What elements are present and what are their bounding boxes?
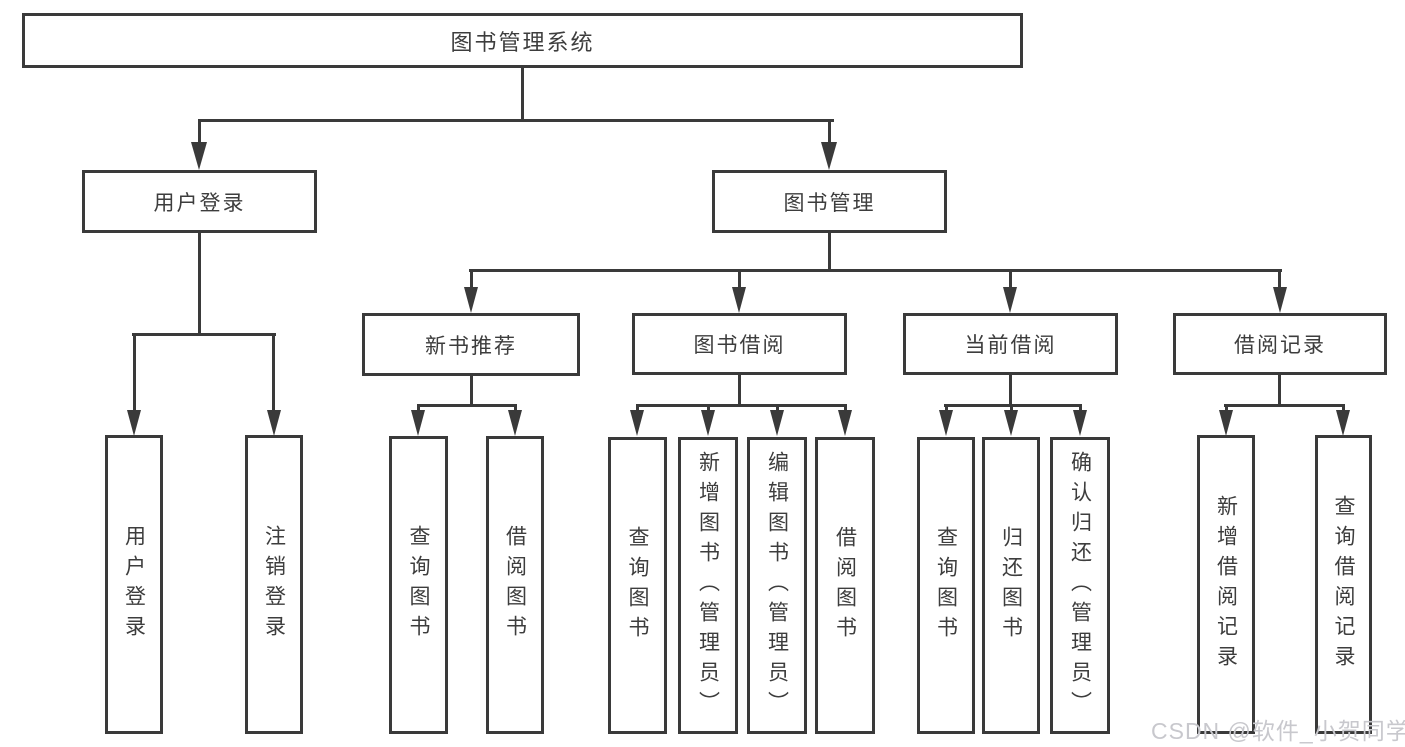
node-book-management: 图书管理 [712, 170, 947, 233]
connector-to-current-borrow [1009, 269, 1012, 290]
leaf-confirm-return-admin: 确认归还（管理员） [1050, 437, 1110, 734]
leaf-logout: 注销登录 [245, 435, 303, 734]
arrowhead-current-borrow-icon [1003, 287, 1017, 313]
connector-to-book-management [828, 119, 831, 147]
node-book-borrow: 图书借阅 [632, 313, 847, 375]
arrowhead-icon [1073, 410, 1087, 436]
connector-to-leaf-user-login [133, 333, 136, 413]
connector-user-login-bar [132, 333, 276, 336]
leaf-return-book: 归还图书 [982, 437, 1040, 734]
arrowhead-new-book-icon [464, 287, 478, 313]
connector-book-management-stem [828, 232, 831, 271]
connector-borrow-records-bar [1224, 404, 1345, 407]
watermark: CSDN @软件_小贺同学 [1151, 718, 1405, 744]
arrowhead-icon [838, 410, 852, 436]
node-borrow-records: 借阅记录 [1173, 313, 1387, 375]
leaf-query-books-2: 查询图书 [608, 437, 667, 734]
connector-leaf [945, 404, 948, 414]
leaf-edit-book-admin: 编辑图书（管理员） [747, 437, 807, 734]
node-new-book-recommend: 新书推荐 [362, 313, 580, 376]
connector-new-book-stem [470, 374, 473, 406]
node-current-borrow: 当前借阅 [903, 313, 1118, 375]
connector-root-stem [521, 67, 524, 121]
connector-leaf [1342, 404, 1345, 414]
connector-to-borrow-records [1278, 269, 1281, 290]
arrowhead-icon [939, 410, 953, 436]
arrowhead-icon [411, 410, 425, 436]
arrowhead-borrow-records-icon [1273, 287, 1287, 313]
connector-leaf [776, 404, 779, 414]
arrowhead-leaf-user-login-icon [127, 410, 141, 436]
leaf-user-login: 用户登录 [105, 435, 163, 734]
arrowhead-leaf-logout-icon [267, 410, 281, 436]
connector-to-leaf-logout [272, 333, 275, 413]
node-user-login: 用户登录 [82, 170, 317, 233]
leaf-query-books-3: 查询图书 [917, 437, 975, 734]
connector-book-borrow-bar [636, 404, 847, 407]
connector-to-new-book [470, 269, 473, 290]
connector-current-borrow-stem [1009, 373, 1012, 406]
leaf-add-borrow-record: 新增借阅记录 [1197, 435, 1255, 734]
arrowhead-icon [630, 410, 644, 436]
arrowhead-book-borrow-icon [732, 287, 746, 313]
leaf-query-books-1: 查询图书 [389, 436, 448, 734]
node-root: 图书管理系统 [22, 13, 1023, 68]
connector-leaf [1225, 404, 1228, 414]
connector-borrow-records-stem [1278, 373, 1281, 406]
connector-leaf [844, 404, 847, 414]
arrowhead-icon [508, 410, 522, 436]
arrowhead-to-user-login-icon [191, 142, 207, 170]
connector-leaf [1010, 404, 1013, 414]
connector-leaf [636, 404, 639, 414]
connector-leaf [514, 404, 517, 414]
leaf-query-borrow-record: 查询借阅记录 [1315, 435, 1372, 734]
connector-book-borrow-stem [738, 373, 741, 406]
connector-leaf [707, 404, 710, 414]
connector-book-management-bar [469, 269, 1282, 272]
connector-to-user-login [198, 119, 201, 147]
connector-leaf [417, 404, 420, 414]
arrowhead-icon [701, 410, 715, 436]
arrowhead-icon [1004, 410, 1018, 436]
leaf-borrow-books-1: 借阅图书 [486, 436, 544, 734]
leaf-add-book-admin: 新增图书（管理员） [678, 437, 738, 734]
connector-root-bar [198, 119, 834, 122]
arrowhead-icon [770, 410, 784, 436]
connector-user-login-stem [198, 232, 201, 335]
leaf-borrow-books-2: 借阅图书 [815, 437, 875, 734]
connector-to-book-borrow [738, 269, 741, 290]
connector-current-borrow-bar [944, 404, 1082, 407]
arrowhead-icon [1219, 410, 1233, 436]
connector-new-book-bar [417, 404, 517, 407]
connector-leaf [1079, 404, 1082, 414]
arrowhead-to-book-management-icon [821, 142, 837, 170]
arrowhead-icon [1336, 410, 1350, 436]
